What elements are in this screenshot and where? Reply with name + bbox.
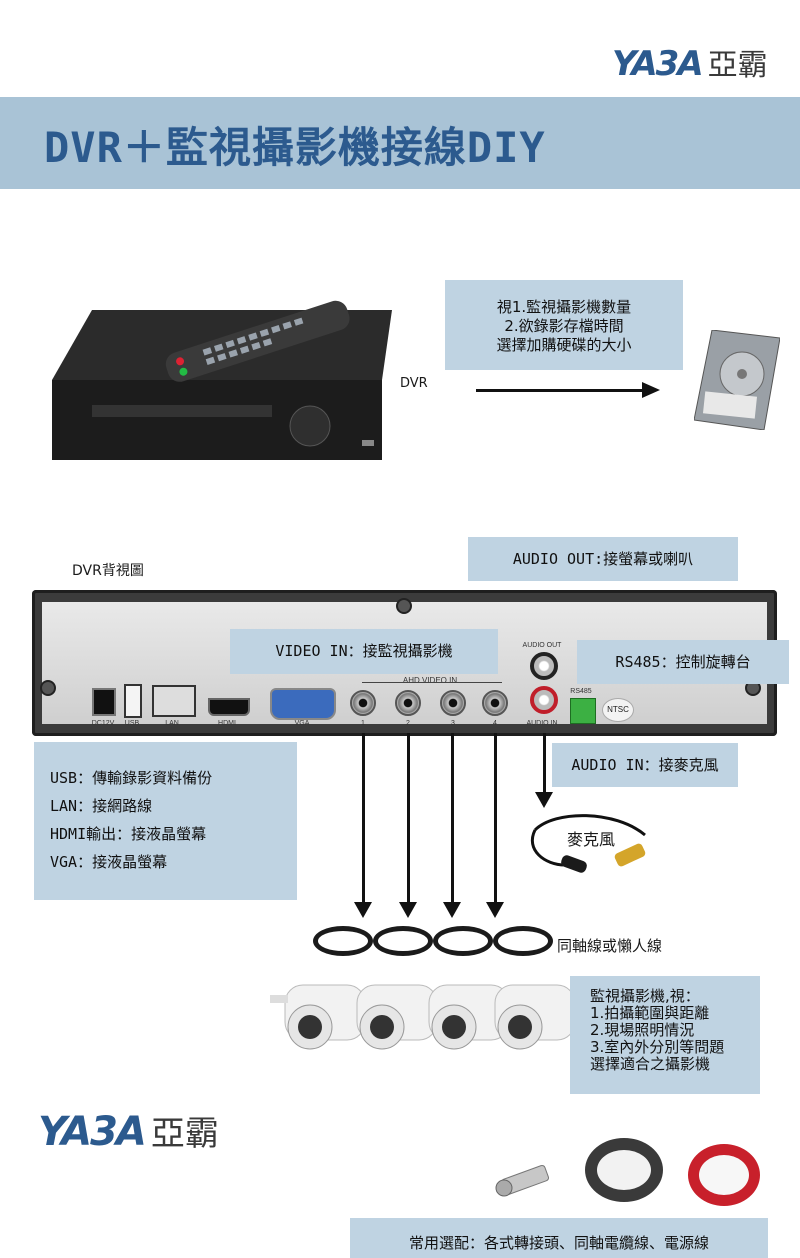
ch1-label: 1 <box>361 720 365 727</box>
rs485-port-label: RS485 <box>570 688 592 695</box>
ch4-label: 4 <box>493 720 497 727</box>
hdd-note-box: 視1.監視攝影機數量 2.欲錄影存檔時間 選擇加購硬碟的大小 <box>445 280 683 370</box>
audio-in-port <box>530 686 558 714</box>
logo-mark: YA3A <box>38 1109 147 1155</box>
camera-note-line-5: 選擇適合之攝影機 <box>590 1055 711 1073</box>
logo-text: 亞霸 <box>150 1114 219 1154</box>
audio-out-port-label: AUDIO OUT <box>522 642 562 649</box>
screw-icon <box>396 598 412 614</box>
camera-note-line-4: 3.室內外分別等問題 <box>590 1038 725 1056</box>
ch2-label: 2 <box>406 720 410 727</box>
usb-label: USB <box>124 720 140 727</box>
dc12v-port <box>92 688 116 716</box>
coax-label: 同軸線或懶人線 <box>557 937 663 955</box>
coax-cable-4 <box>493 926 553 956</box>
rear-view-title: DVR背視圖 <box>72 563 144 579</box>
info-line-usb: USB：傳輸錄影資料備份 <box>50 769 213 787</box>
wire-ch1 <box>362 733 365 903</box>
logo-mark: YA3A <box>612 44 704 84</box>
ntsc-badge: NTSC <box>602 698 634 722</box>
brand-logo-top: YA3A 亞霸 <box>612 40 768 84</box>
accessories-caption-box: 常用選配：各式轉接頭、同軸電纜線、電源線 <box>350 1218 768 1258</box>
dvr-label: DVR <box>400 376 428 391</box>
cameras-group <box>265 965 576 1060</box>
audio-in-callout: AUDIO IN：接麥克風 <box>552 743 738 787</box>
camera-note-line-2: 1.拍攝範圍與距離 <box>590 1004 710 1022</box>
camera-note-line-3: 2.現場照明情況 <box>590 1021 695 1039</box>
hdmi-port <box>208 698 250 716</box>
accessories-caption: 常用選配：各式轉接頭、同軸電纜線、電源線 <box>408 1234 709 1252</box>
hard-disk-image <box>693 329 781 431</box>
hdd-note-line-1: 視1.監視攝影機數量 <box>496 298 632 316</box>
arrow-ch3 <box>443 902 461 918</box>
bnc-connector-image <box>490 1160 560 1200</box>
bnc-port-ch4 <box>482 690 508 716</box>
arrow-ch4 <box>486 902 504 918</box>
bnc-port-ch2 <box>395 690 421 716</box>
coax-cable-3 <box>433 926 493 956</box>
wire-audio-in <box>543 733 546 793</box>
camera-note-box: 監視攝影機,視： 1.拍攝範圍與距離 2.現場照明情況 3.室內外分別等問題 選… <box>570 976 760 1094</box>
info-line-lan: LAN：接網路線 <box>50 797 153 815</box>
arrow-to-hdd-line <box>476 389 644 392</box>
title-banner <box>0 97 800 189</box>
arrow-to-hdd-head <box>642 382 660 398</box>
rs485-port <box>570 698 596 724</box>
arrow-ch2 <box>399 902 417 918</box>
coax-cable-1 <box>313 926 373 956</box>
wire-ch2 <box>407 733 410 903</box>
vga-port <box>270 688 336 720</box>
port-info-box: USB：傳輸錄影資料備份 LAN：接網路線 HDMI輸出：接液晶螢幕 VGA：接… <box>34 742 297 900</box>
coax-cable-2 <box>373 926 433 956</box>
power-cable-spool-image <box>688 1144 760 1206</box>
rs485-callout: RS485：控制旋轉台 <box>577 640 789 684</box>
wire-ch3 <box>451 733 454 903</box>
lan-label: LAN <box>165 720 179 727</box>
info-line-vga: VGA：接液晶螢幕 <box>50 853 168 871</box>
arrow-ch1 <box>354 902 372 918</box>
wire-ch4 <box>494 733 497 903</box>
hdmi-label: HDMI <box>218 720 236 727</box>
bnc-port-ch3 <box>440 690 466 716</box>
camera-illustration <box>270 984 576 1050</box>
arrow-audio-in <box>535 792 553 808</box>
dc12v-label: DC12V <box>91 720 115 727</box>
hdd-note-line-2: 2.欲錄影存檔時間 <box>504 317 624 335</box>
screw-icon <box>40 680 56 696</box>
bnc-port-ch1 <box>350 690 376 716</box>
dvr-illustration <box>52 300 392 460</box>
usb-port <box>124 684 142 718</box>
vga-label: VGA <box>294 720 310 727</box>
mic-label: 麥克風 <box>567 830 616 849</box>
video-in-callout: VIDEO IN：接監視攝影機 <box>230 629 498 674</box>
camera-note-line-1: 監視攝影機,視： <box>590 987 700 1005</box>
lan-port <box>152 685 196 717</box>
ahd-video-in-label: AHD VIDEO IN <box>402 676 458 685</box>
audio-in-port-label: AUDIO IN <box>526 720 558 727</box>
hdd-note-line-3: 選擇加購硬碟的大小 <box>496 336 632 354</box>
dvr-product-image <box>52 300 392 460</box>
brand-logo-bottom: YA3A 亞霸 <box>38 1106 219 1155</box>
audio-out-port <box>530 652 558 680</box>
coax-spool-image <box>585 1138 663 1202</box>
info-line-hdmi: HDMI輸出：接液晶螢幕 <box>50 825 207 843</box>
audio-out-callout: AUDIO OUT:接螢幕或喇叭 <box>468 537 738 581</box>
logo-text: 亞霸 <box>707 48 768 83</box>
ahd-bracket <box>362 682 502 683</box>
microphone-image <box>525 810 665 880</box>
ch3-label: 3 <box>451 720 455 727</box>
page-title: DVR＋監視攝影機接線DIY <box>44 123 546 172</box>
